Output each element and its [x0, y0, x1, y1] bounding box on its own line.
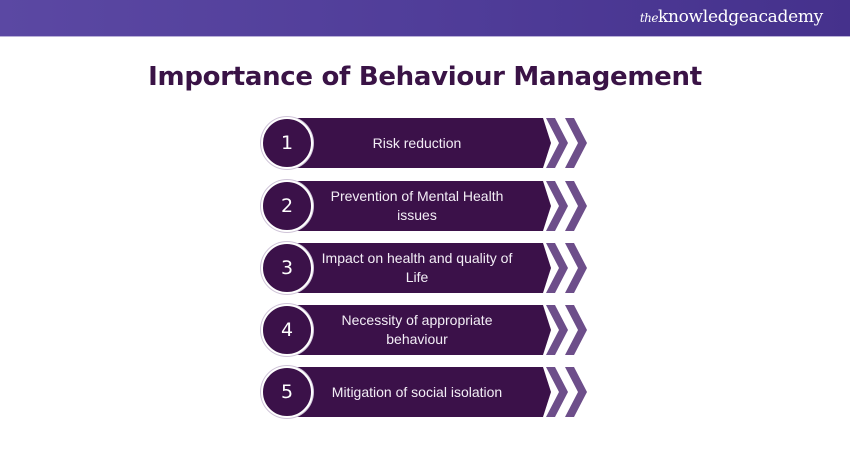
step-label: Impact on health and quality of Life [321, 250, 513, 285]
step-number-badge: 1 [261, 117, 313, 169]
chevron-right-icon [565, 243, 587, 293]
logo-prefix: the [639, 11, 659, 25]
chevron-right-icon [565, 305, 587, 355]
step-number-badge: 4 [261, 304, 313, 356]
step-number-badge: 5 [261, 366, 313, 418]
step-label: Mitigation of social isolation [331, 383, 503, 400]
step-label: Prevention of Mental Health issues [330, 188, 504, 223]
header-banner: theknowledgeacademy [0, 0, 850, 37]
step-label: Necessity of appropriate behaviour [341, 312, 493, 347]
chevron-right-icon [565, 181, 587, 231]
chevron-right-icon [565, 367, 587, 417]
step-item-4: 4 Necessity of appropriate behaviour [261, 304, 591, 356]
chevron-right-icon [565, 118, 587, 168]
step-bar [281, 181, 551, 231]
page-title: Importance of Behaviour Management [148, 62, 702, 92]
step-item-5: 5 Mitigation of social isolation [261, 366, 591, 418]
step-bar [281, 305, 551, 355]
step-item-2: 2 Prevention of Mental Health issues [261, 180, 591, 232]
step-number-badge: 2 [261, 180, 313, 232]
brand-logo: theknowledgeacademy [640, 7, 823, 27]
step-item-1: 1 Risk reduction [261, 117, 591, 169]
step-item-3: 3 Impact on health and quality of Life [261, 242, 591, 294]
step-number-badge: 3 [261, 242, 313, 294]
step-bar [281, 367, 551, 417]
logo-main: knowledgeacademy [657, 7, 823, 27]
step-bar [281, 118, 551, 168]
step-bar [281, 243, 551, 293]
step-label: Risk reduction [372, 134, 462, 151]
